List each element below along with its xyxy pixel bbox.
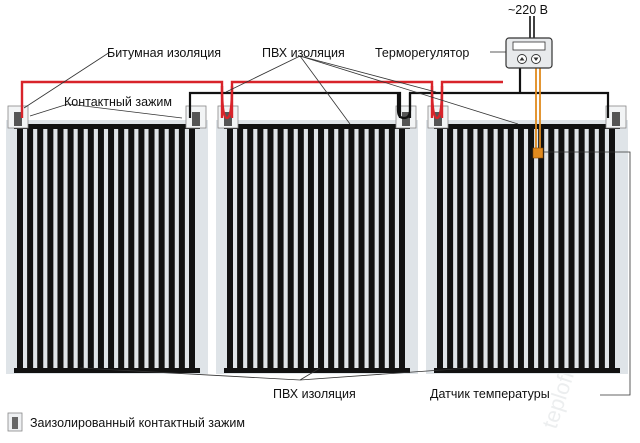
carbon-strip [399,128,405,368]
pointer-lines [23,51,519,381]
carbon-strip [517,128,524,368]
carbon-strip [138,128,145,368]
thermostat [505,37,553,69]
carbon-strip [87,128,94,368]
black-supply-wire [188,66,610,118]
carbon-strip [578,128,585,368]
contact-terminal [192,112,200,126]
carbon-strip [227,128,233,368]
top-busbar [434,124,620,129]
carbon-strip [297,128,304,368]
film-background [426,120,628,374]
black-wire-loop [396,93,412,120]
carbon-strip [128,128,135,368]
contact-terminal [224,112,232,126]
carbon-strip [457,128,464,368]
carbon-strip [447,128,454,368]
film-background [6,120,208,374]
carbon-strip [497,128,504,368]
carbon-strip [307,128,314,368]
legend: Заизолированный контактный зажим [7,412,245,432]
top-busbar [14,124,200,129]
pvc-insulation-bottom-label: ПВХ изоляция [273,387,356,401]
carbon-strip [487,128,494,368]
carbon-strip [37,128,44,368]
film-background [216,120,418,374]
heating-film-panel-2 [216,105,418,374]
carbon-strip [318,128,325,368]
carbon-strip [388,128,395,368]
carbon-strip [538,128,545,368]
contact-terminal [612,112,620,126]
carbon-strip [237,128,244,368]
film-panels [6,105,628,374]
carbon-strip [598,128,605,368]
carbon-strip [267,128,274,368]
carbon-strip [158,128,165,368]
carbon-strip [368,128,375,368]
carbon-strip [17,128,23,368]
carbon-strip [47,128,54,368]
heating-film-panel-1 [6,105,208,374]
carbon-strip [168,128,175,368]
carbon-strip [67,128,74,368]
temperature-sensor-label: Датчик температуры [430,387,550,401]
carbon-strip [287,128,294,368]
carbon-strip [247,128,254,368]
carbon-strip [378,128,385,368]
carbon-strip [178,128,185,368]
sensor-pointer-line [543,151,631,396]
heating-film-panel-3 [426,105,628,374]
carbon-strip [97,128,104,368]
carbon-strip [277,128,284,368]
carbon-strip [548,128,555,368]
carbon-strip [257,128,264,368]
red-wire-loops [220,85,444,120]
carbon-strip [148,128,155,368]
carbon-strip [118,128,125,368]
top-busbar [224,124,410,129]
bottom-busbar [224,368,410,373]
carbon-strip [507,128,514,368]
carbon-strip [358,128,365,368]
bitumen-insulation-label: Битумная изоляция [107,46,221,60]
carbon-strip [609,128,615,368]
carbon-strip [568,128,575,368]
contact-terminal [14,112,22,126]
carbon-strip [348,128,355,368]
bottom-busbar [434,368,620,373]
carbon-strip [558,128,565,368]
carbon-strip [477,128,484,368]
carbon-strip [77,128,84,368]
carbon-strip [588,128,595,368]
voltage-label: ~220 В [508,3,548,17]
temperature-sensor-probe [532,147,544,159]
thermostat-label: Терморегулятор [375,46,469,60]
carbon-strip [437,128,443,368]
pvc-insulation-top-label: ПВХ изоляция [262,46,345,60]
carbon-strip [528,128,535,368]
carbon-strip [57,128,64,368]
contact-terminal [434,112,442,126]
thermostat-display [512,41,546,51]
carbon-strip [467,128,474,368]
carbon-strip [108,128,115,368]
legend-insulated-clamp-label: Заизолированный контактный зажим [30,416,245,430]
contact-clamp-label: Контактный зажим [64,95,172,109]
contact-terminal [402,112,410,126]
bottom-busbar [14,368,200,373]
carbon-strip [328,128,335,368]
carbon-strip [27,128,34,368]
carbon-strip [338,128,345,368]
sensor-wire [535,68,541,150]
carbon-strip [189,128,195,368]
